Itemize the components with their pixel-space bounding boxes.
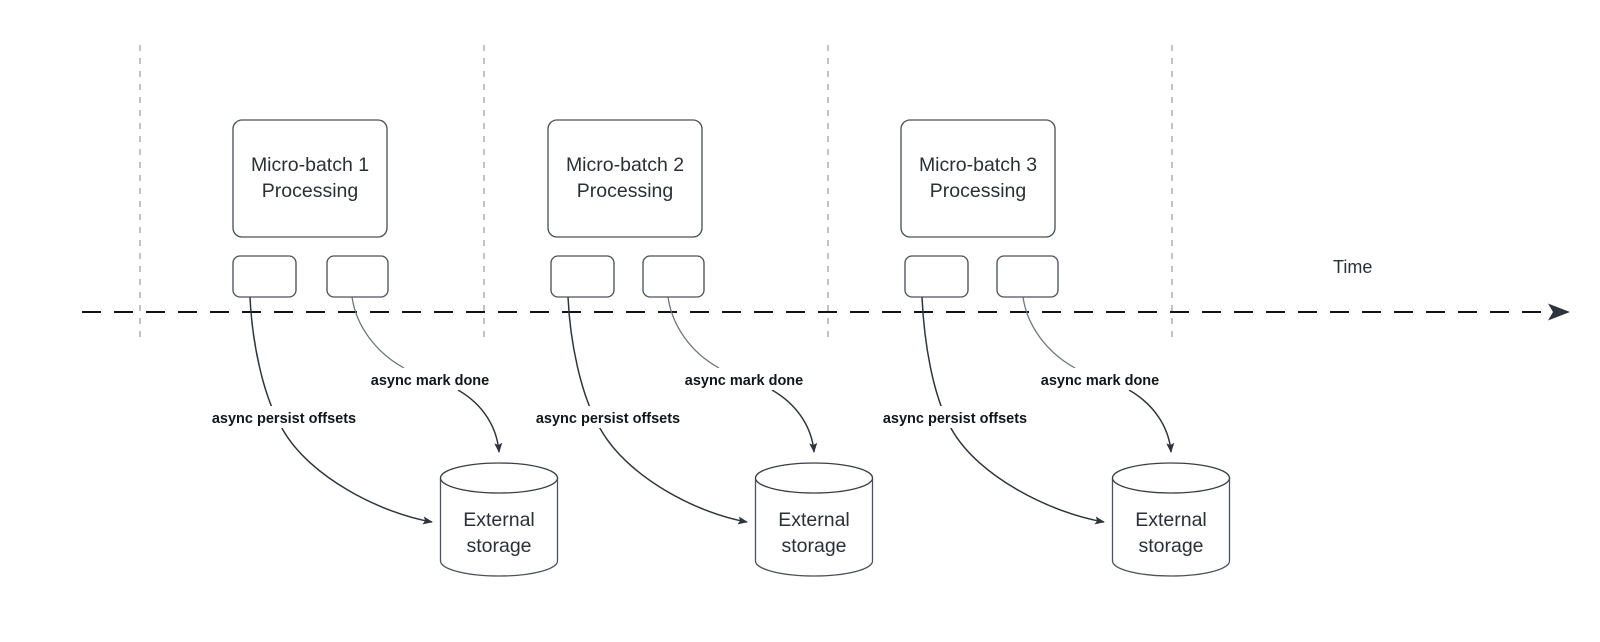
edge-label-async-mark-done-1: async mark done bbox=[357, 368, 503, 390]
external-storage-1-label-line1: External bbox=[463, 509, 535, 531]
edge-async-mark-done-1-upper bbox=[351, 296, 405, 369]
task-box-markdone-3[interactable] bbox=[996, 255, 1059, 298]
micro-batch-1-processing-box[interactable] bbox=[232, 119, 388, 238]
micro-batch-3-label-line2: Processing bbox=[930, 180, 1026, 202]
external-storage-2-label-line1: External bbox=[778, 509, 850, 531]
micro-batch-3-label-line1: Micro-batch 3 bbox=[919, 154, 1037, 176]
external-storage-1-label-line2: storage bbox=[466, 535, 531, 557]
edge-label-async-mark-done-1-text: async mark done bbox=[371, 373, 489, 389]
batch-boundary-lines bbox=[139, 45, 1173, 340]
task-box-persist-3[interactable] bbox=[904, 255, 969, 298]
time-axis-arrow-icon bbox=[1548, 303, 1570, 321]
micro-batch-1-label-line1: Micro-batch 1 bbox=[251, 154, 369, 176]
edge-label-async-mark-done-3: async mark done bbox=[1027, 368, 1173, 390]
edge-label-async-persist-offsets-2-text: async persist offsets bbox=[536, 411, 680, 427]
task-box-persist-2[interactable] bbox=[550, 255, 615, 298]
task-box-markdone-1[interactable] bbox=[326, 255, 389, 298]
task-box-markdone-2[interactable] bbox=[642, 255, 705, 298]
external-storage-3-label-line1: External bbox=[1135, 509, 1207, 531]
micro-batch-group-1: Micro-batch 1 Processing External storag… bbox=[195, 119, 559, 577]
micro-batch-3-processing-box[interactable] bbox=[900, 119, 1056, 238]
micro-batch-2-label-line2: Processing bbox=[577, 180, 673, 202]
edge-async-mark-done-3-lower bbox=[1128, 389, 1175, 453]
edge-async-mark-done-3-upper bbox=[1022, 296, 1076, 369]
edge-label-async-persist-offsets-2: async persist offsets bbox=[519, 406, 697, 428]
time-axis: Time bbox=[82, 257, 1570, 321]
micro-batch-2-label-line1: Micro-batch 2 bbox=[566, 154, 684, 176]
edge-label-async-persist-offsets-3-text: async persist offsets bbox=[883, 411, 1027, 427]
micro-batch-1-label-line2: Processing bbox=[262, 180, 358, 202]
edge-label-async-mark-done-3-text: async mark done bbox=[1041, 373, 1159, 389]
edge-label-async-mark-done-2: async mark done bbox=[671, 368, 817, 390]
external-storage-2[interactable]: External storage bbox=[754, 462, 874, 577]
external-storage-3-label-line2: storage bbox=[1138, 535, 1203, 557]
edge-async-mark-done-2-upper bbox=[667, 296, 720, 369]
edge-label-async-mark-done-2-text: async mark done bbox=[685, 373, 803, 389]
edge-async-mark-done-2-lower bbox=[771, 389, 818, 453]
edge-async-persist-offsets-2 bbox=[567, 296, 748, 525]
edge-label-async-persist-offsets-1: async persist offsets bbox=[195, 406, 373, 428]
edge-async-mark-done-1-lower bbox=[457, 389, 503, 453]
edge-async-persist-offsets-3 bbox=[921, 296, 1105, 525]
micro-batch-group-2: Micro-batch 2 Processing External storag… bbox=[519, 119, 874, 577]
edge-label-async-persist-offsets-3: async persist offsets bbox=[866, 406, 1044, 428]
time-axis-label: Time bbox=[1333, 257, 1372, 277]
edge-label-async-persist-offsets-1-text: async persist offsets bbox=[212, 411, 356, 427]
micro-batch-2-processing-box[interactable] bbox=[547, 119, 703, 238]
micro-batch-group-3: Micro-batch 3 Processing External storag… bbox=[866, 119, 1231, 577]
external-storage-3[interactable]: External storage bbox=[1111, 462, 1231, 577]
external-storage-1[interactable]: External storage bbox=[439, 462, 559, 577]
external-storage-2-label-line2: storage bbox=[781, 535, 846, 557]
task-box-persist-1[interactable] bbox=[232, 255, 297, 298]
edge-async-persist-offsets-1 bbox=[249, 296, 433, 525]
